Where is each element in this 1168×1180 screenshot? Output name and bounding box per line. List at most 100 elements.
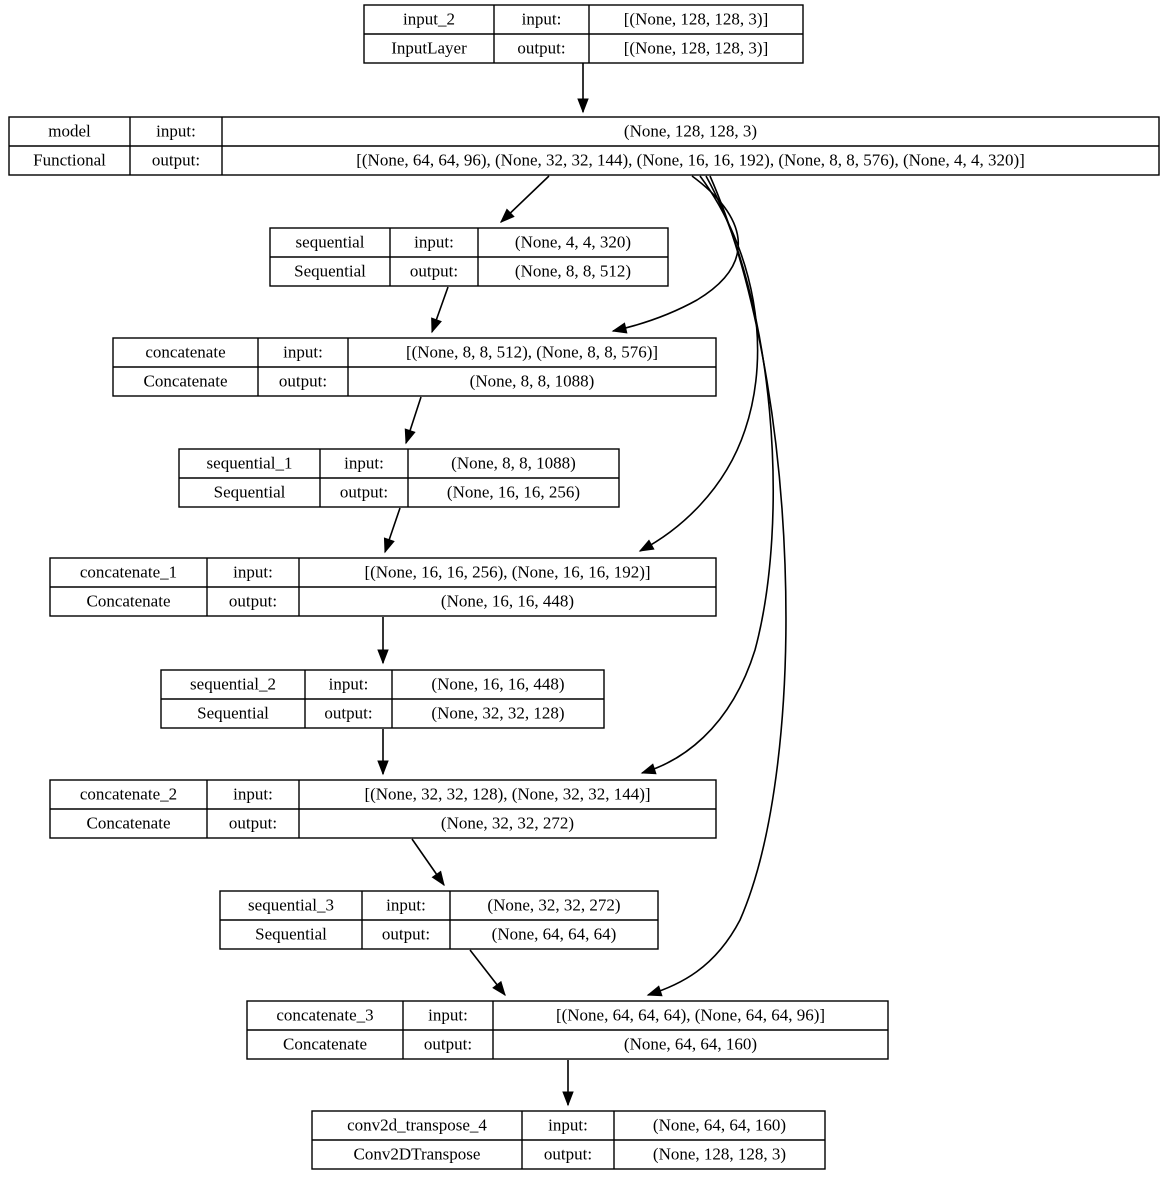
node-layer-name: concatenate_3 [276, 1005, 373, 1024]
edge-arrowhead [638, 539, 655, 552]
edge-line [639, 175, 759, 552]
node-output-label: output: [544, 1144, 592, 1163]
node-output-label: output: [229, 813, 277, 832]
edge-arrowhead [646, 985, 663, 997]
node-input-label: input: [233, 562, 273, 581]
layer-node-concatenate_1[interactable]: concatenate_1Concatenateinput:output:[(N… [49, 557, 717, 617]
edge-line [612, 175, 739, 332]
edges-layer [377, 63, 787, 1107]
edge-arrowhead [577, 98, 589, 114]
layer-node-concatenate[interactable]: concatenateConcatenateinput:output:[(Non… [112, 337, 717, 397]
edge-arrowhead [492, 980, 506, 997]
graph-edge [611, 175, 739, 334]
node-class-name: InputLayer [391, 38, 467, 57]
node-output-shape: (None, 32, 32, 272) [441, 813, 574, 832]
edge-arrowhead [377, 649, 389, 665]
node-output-shape: [(None, 128, 128, 3)] [624, 38, 768, 57]
node-output-label: output: [229, 591, 277, 610]
node-output-label: output: [382, 924, 430, 943]
node-output-shape: (None, 8, 8, 512) [515, 261, 631, 280]
node-layer-name: concatenate_1 [80, 562, 177, 581]
graph-edge [469, 949, 506, 997]
layer-node-sequential_1[interactable]: sequential_1Sequentialinput:output:(None… [178, 448, 620, 508]
edge-line [641, 175, 775, 774]
node-class-name: Sequential [255, 924, 327, 943]
node-input-shape: (None, 4, 4, 320) [515, 232, 631, 251]
node-output-shape: (None, 16, 16, 256) [447, 482, 580, 501]
node-input-label: input: [414, 232, 454, 251]
node-class-name: Concatenate [143, 371, 227, 390]
layer-node-concatenate_3[interactable]: concatenate_3Concatenateinput:output:[(N… [246, 1000, 889, 1060]
edge-arrowhead [404, 428, 416, 445]
node-output-label: output: [340, 482, 388, 501]
node-output-shape: (None, 16, 16, 448) [441, 591, 574, 610]
node-output-shape: (None, 8, 8, 1088) [470, 371, 595, 390]
node-output-shape: (None, 64, 64, 160) [624, 1034, 757, 1053]
graph-edge [411, 838, 445, 887]
edge-arrowhead [640, 763, 657, 775]
node-output-shape: (None, 32, 32, 128) [431, 703, 564, 722]
graph-edge [562, 1060, 574, 1107]
edge-arrowhead [499, 208, 515, 223]
node-input-shape: (None, 128, 128, 3) [624, 121, 757, 140]
node-input-shape: (None, 16, 16, 448) [431, 674, 564, 693]
node-layer-name: sequential_2 [190, 674, 276, 693]
node-class-name: Sequential [214, 482, 286, 501]
node-output-label: output: [424, 1034, 472, 1053]
node-output-label: output: [410, 261, 458, 280]
graph-edge [431, 286, 449, 334]
node-input-label: input: [428, 1005, 468, 1024]
node-layer-name: concatenate_2 [80, 784, 177, 803]
edge-line [647, 175, 787, 996]
graph-edge [638, 175, 759, 552]
layer-node-conv2d_transpose_4[interactable]: conv2d_transpose_4Conv2DTransposeinput:o… [311, 1110, 826, 1170]
node-class-name: Concatenate [283, 1034, 367, 1053]
layer-node-sequential_3[interactable]: sequential_3Sequentialinput:output:(None… [219, 890, 659, 950]
node-class-name: Concatenate [86, 813, 170, 832]
node-input-shape: [(None, 32, 32, 128), (None, 32, 32, 144… [364, 784, 650, 803]
graph-edge [640, 175, 775, 775]
graph-edge [377, 617, 389, 665]
node-output-label: output: [324, 703, 372, 722]
node-input-label: input: [283, 342, 323, 361]
node-class-name: Conv2DTranspose [354, 1144, 481, 1163]
graph-edge [646, 175, 787, 997]
edge-arrowhead [377, 760, 389, 776]
node-input-label: input: [522, 9, 562, 28]
node-input-label: input: [233, 784, 273, 803]
graph-edge [404, 396, 422, 445]
node-input-label: input: [329, 674, 369, 693]
node-layer-name: sequential_3 [248, 895, 334, 914]
graph-edge [383, 507, 401, 554]
node-output-shape: [(None, 64, 64, 96), (None, 32, 32, 144)… [356, 150, 1025, 169]
edge-arrowhead [611, 322, 628, 334]
node-layer-name: input_2 [403, 9, 455, 28]
edge-arrowhead [562, 1091, 574, 1107]
node-output-shape: (None, 64, 64, 64) [492, 924, 617, 943]
node-output-label: output: [152, 150, 200, 169]
node-input-shape: (None, 64, 64, 160) [653, 1115, 786, 1134]
node-input-label: input: [156, 121, 196, 140]
edge-arrowhead [431, 317, 442, 334]
node-output-label: output: [517, 38, 565, 57]
node-layer-name: sequential [296, 232, 365, 251]
node-output-shape: (None, 128, 128, 3) [653, 1144, 786, 1163]
node-layer-name: sequential_1 [207, 453, 293, 472]
graph-edge [377, 729, 389, 776]
node-input-label: input: [548, 1115, 588, 1134]
node-input-shape: (None, 32, 32, 272) [487, 895, 620, 914]
node-class-name: Sequential [197, 703, 269, 722]
edge-arrowhead [431, 870, 445, 887]
node-input-shape: [(None, 8, 8, 512), (None, 8, 8, 576)] [406, 342, 658, 361]
graph-edge [577, 63, 589, 114]
node-input-shape: [(None, 128, 128, 3)] [624, 9, 768, 28]
node-class-name: Sequential [294, 261, 366, 280]
node-class-name: Functional [33, 150, 106, 169]
